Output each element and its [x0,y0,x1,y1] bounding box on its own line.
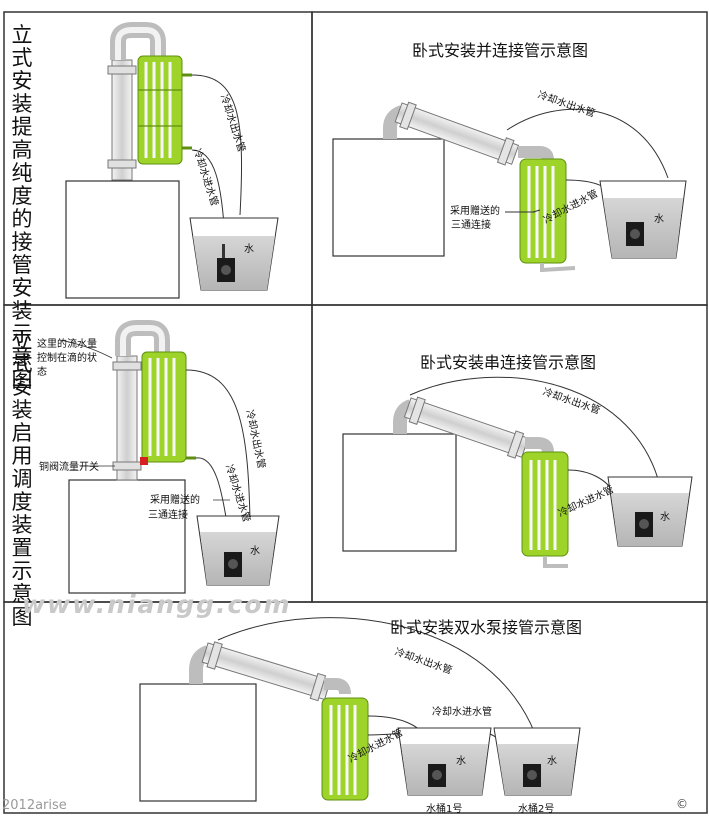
still-box [342,433,457,552]
panel2-drawing [332,101,687,273]
panel4-water-label: 水 [660,512,670,523]
panel3-water-label: 水 [250,546,260,557]
panel5-inlet-label: 冷却水进水管 [432,707,492,718]
watermark: www.niangg.com [22,590,292,619]
panel3-note-line1: 这里的流水量 [37,339,97,350]
panel3-tee-line1: 采用赠送的 [150,495,200,506]
panel3-tee-line2: 三通连接 [148,510,188,521]
panel1-title: 立式安装提高纯度的接管安装示意图 [11,23,33,392]
panel1-water-label: 水 [244,244,254,255]
panel3-note-line3: 态 [37,367,47,378]
panel3-note-line2: 控制在滴的状 [37,353,97,364]
panel2-title: 卧式安装并连接管示意图 [412,41,589,60]
signature: 2012arise [2,798,67,813]
panel1-drawing [65,22,279,299]
panel3-drawing [59,320,280,594]
corner-mark: © [676,797,692,811]
panel4-drawing [342,376,693,568]
column-pipe [116,355,138,481]
panel5-bucket2-label: 水桶2号 [518,804,555,815]
panel2-tee-line1: 采用赠送的 [450,206,500,217]
still-box [68,479,186,594]
panel5-drawing [139,617,581,802]
panel3-title: 立式安装启用调度装置示意图 [11,329,33,629]
still-box [332,138,445,257]
panel3-valve-label: 铜阀流量开关 [39,462,99,473]
valve [140,457,148,465]
panel4-title: 卧式安装串连接管示意图 [420,353,597,372]
panel5-water2-label: 水 [547,756,557,767]
still-box [65,180,180,299]
panel2-tee-line2: 三通连接 [451,220,491,231]
panel5-water1-label: 水 [456,756,466,767]
panel5-bucket1-label: 水桶1号 [426,804,463,815]
still-box [139,683,257,802]
panel2-water-label: 水 [654,214,664,225]
panel-frames [3,11,708,814]
panel5-title: 卧式安装双水泵接管示意图 [390,618,583,637]
